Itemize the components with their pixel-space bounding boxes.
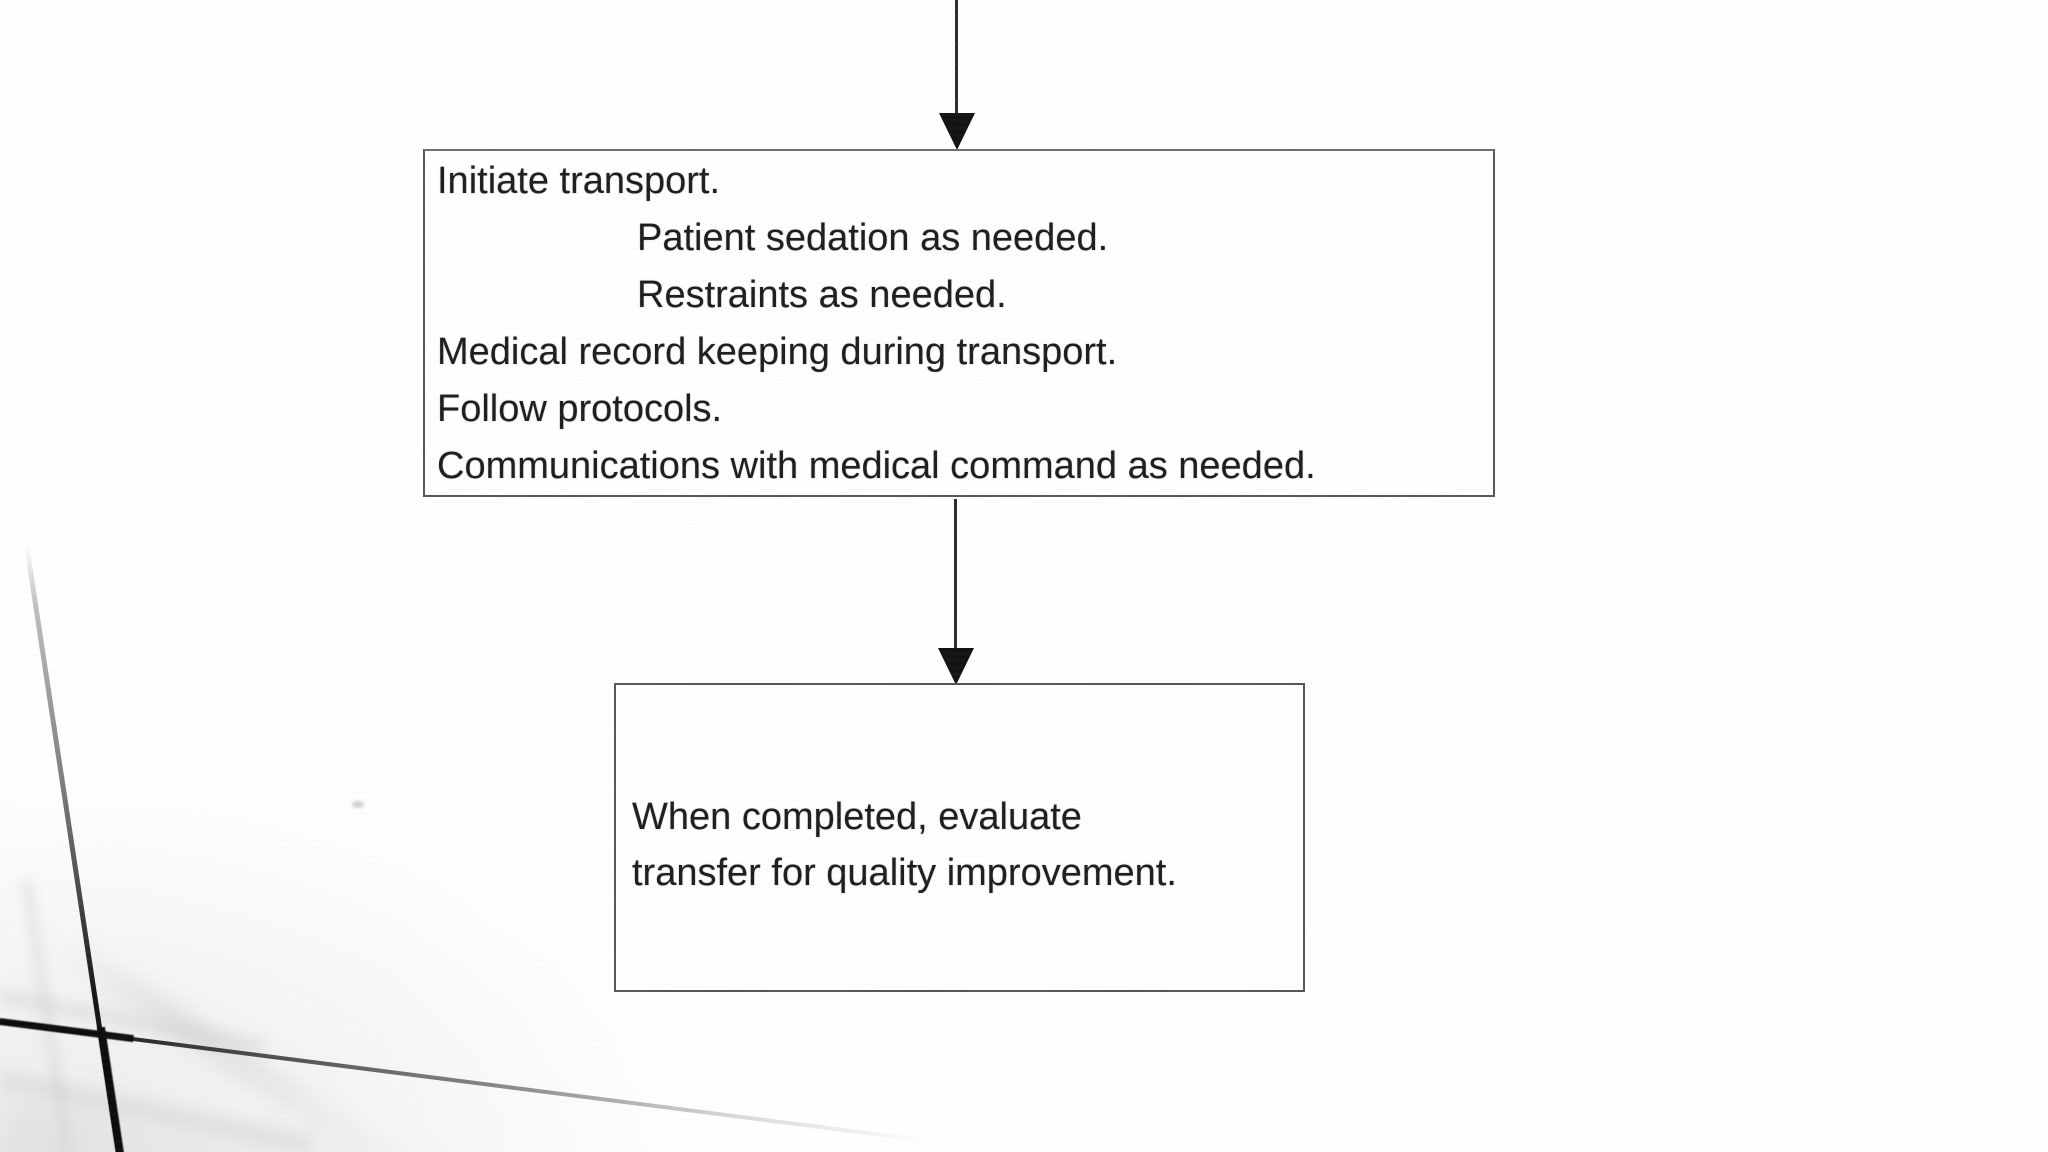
background-diagonal-line-shallow bbox=[0, 1020, 928, 1143]
evaluation-line: When completed, evaluate bbox=[632, 795, 1082, 838]
background-streak bbox=[0, 990, 267, 1054]
flow-connector-top bbox=[955, 0, 958, 118]
background-streak bbox=[22, 878, 75, 1152]
transport-line: Patient sedation as needed. bbox=[637, 217, 1109, 259]
transport-line: Initiate transport. bbox=[437, 160, 721, 202]
arrow-down-icon bbox=[939, 113, 975, 150]
scan-speck bbox=[352, 801, 364, 808]
transport-process-box: Initiate transport. Patient sedation as … bbox=[423, 149, 1495, 497]
evaluation-box: When completed, evaluate transfer for qu… bbox=[614, 683, 1305, 992]
transport-line: Medical record keeping during transport. bbox=[437, 331, 1118, 373]
transport-line: Communications with medical command as n… bbox=[437, 445, 1316, 487]
arrow-down-icon bbox=[938, 648, 974, 685]
background-streak bbox=[0, 1072, 315, 1152]
background-diagonal-line-shallow-left bbox=[0, 1018, 134, 1043]
transport-line: Restraints as needed. bbox=[637, 274, 1007, 316]
evaluation-line: transfer for quality improvement. bbox=[632, 851, 1177, 894]
transport-line: Follow protocols. bbox=[437, 388, 723, 430]
background-diagonal-line-steep-lower bbox=[97, 1026, 125, 1152]
background-streak bbox=[0, 1096, 542, 1152]
flow-connector-middle bbox=[954, 499, 957, 649]
